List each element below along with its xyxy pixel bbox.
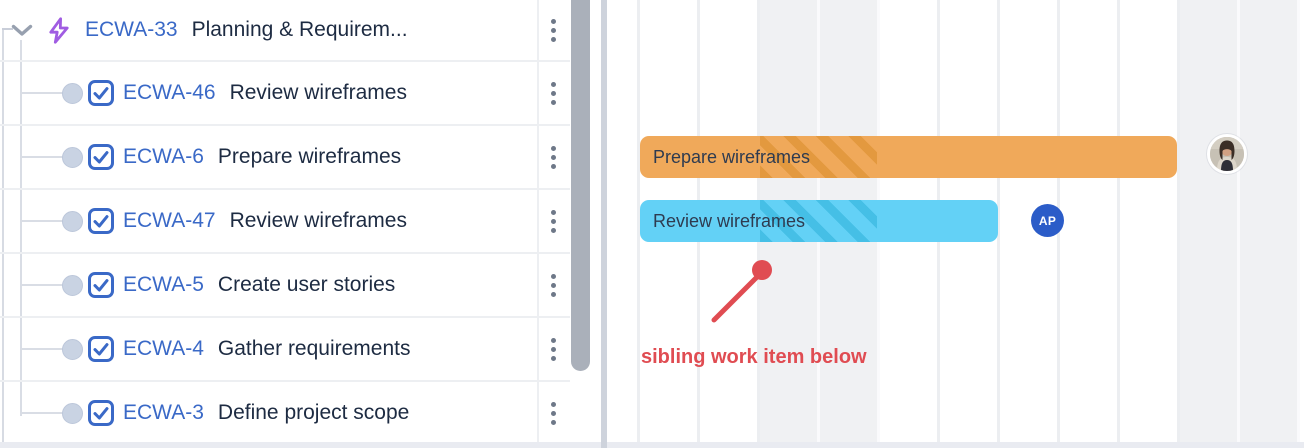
work-item-key[interactable]: ECWA-4 (123, 337, 204, 360)
work-item-summary: Define project scope (217, 401, 410, 424)
work-item-list-panel: ECWA-33 Planning & Requirem... ECWA-46 R… (0, 0, 570, 448)
work-item-key[interactable]: ECWA-33 (85, 18, 178, 41)
parent-tree-line (2, 28, 4, 448)
assignee-avatar-photo[interactable] (1207, 134, 1247, 174)
tree-connector-line (21, 92, 63, 94)
more-actions-button[interactable] (539, 126, 567, 188)
timeline-bar[interactable]: Review wireframes (640, 200, 998, 242)
work-item-key[interactable]: ECWA-46 (123, 81, 216, 104)
task-checkbox-icon (88, 336, 114, 362)
chevron-down-icon[interactable] (11, 24, 33, 37)
work-item-row[interactable]: ECWA-4 Gather requirements (0, 318, 570, 382)
avatar-initials-text: AP (1038, 213, 1057, 228)
dependency-handle-dot[interactable] (62, 274, 83, 296)
more-actions-button[interactable] (539, 0, 567, 60)
weekend-column (1180, 0, 1240, 442)
work-item-summary: Gather requirements (217, 337, 411, 360)
parent-tree-stub (2, 28, 13, 30)
weekend-column (1240, 0, 1300, 442)
bottom-scroll-gutter (0, 442, 1304, 448)
more-actions-button[interactable] (539, 190, 567, 252)
work-item-key[interactable]: ECWA-5 (123, 273, 204, 296)
child-tree-line (20, 40, 22, 416)
timeline-bar[interactable]: Prepare wireframes (640, 136, 1177, 178)
assignee-avatar-initials[interactable]: AP (1031, 204, 1064, 237)
actions-column-divider (537, 0, 539, 442)
more-actions-button[interactable] (539, 62, 567, 124)
more-actions-button[interactable] (539, 382, 567, 444)
more-actions-button[interactable] (539, 254, 567, 316)
day-column (1120, 0, 1180, 442)
work-item-key[interactable]: ECWA-47 (123, 209, 216, 232)
panel-resize-divider[interactable] (601, 0, 607, 448)
dependency-handle-dot[interactable] (62, 338, 83, 360)
vertical-scrollbar[interactable] (571, 0, 590, 371)
day-column (1060, 0, 1120, 442)
tree-connector-line (21, 156, 63, 158)
work-item-summary: Create user stories (217, 273, 396, 296)
work-item-row[interactable]: ECWA-46 Review wireframes (0, 62, 570, 126)
work-item-row[interactable]: ECWA-3 Define project scope (0, 382, 570, 446)
task-checkbox-icon (88, 272, 114, 298)
task-checkbox-icon (88, 400, 114, 426)
epic-icon (49, 17, 69, 44)
dependency-handle-dot[interactable] (62, 402, 83, 424)
work-item-key[interactable]: ECWA-6 (123, 145, 204, 168)
work-item-summary: Prepare wireframes (217, 145, 402, 168)
timeline-bar-label: Prepare wireframes (653, 147, 811, 167)
dependency-handle-dot[interactable] (62, 146, 83, 168)
work-item-key[interactable]: ECWA-3 (123, 401, 204, 424)
epic-row[interactable]: ECWA-33 Planning & Requirem... (0, 0, 570, 62)
tree-connector-line (21, 348, 63, 350)
work-item-summary: Review wireframes (229, 209, 407, 232)
avatar-photo-image (1210, 137, 1244, 171)
task-checkbox-icon (88, 80, 114, 106)
dependency-handle-dot[interactable] (62, 210, 83, 232)
task-checkbox-icon (88, 144, 114, 170)
day-column (1300, 0, 1304, 442)
work-item-summary: Review wireframes (229, 81, 407, 104)
day-column (607, 0, 640, 442)
work-item-summary: Planning & Requirem... (191, 18, 408, 41)
work-item-row[interactable]: ECWA-6 Prepare wireframes (0, 126, 570, 190)
tree-connector-line (21, 220, 63, 222)
tree-connector-line (21, 284, 63, 286)
work-item-row[interactable]: ECWA-5 Create user stories (0, 254, 570, 318)
work-item-row[interactable]: ECWA-47 Review wireframes (0, 190, 570, 254)
timeline-bar-label: Review wireframes (653, 211, 806, 231)
tree-connector-line (21, 412, 63, 414)
task-checkbox-icon (88, 208, 114, 234)
annotation-label: sibling work item below (641, 346, 867, 368)
more-actions-button[interactable] (539, 318, 567, 380)
dependency-handle-dot[interactable] (62, 82, 83, 104)
